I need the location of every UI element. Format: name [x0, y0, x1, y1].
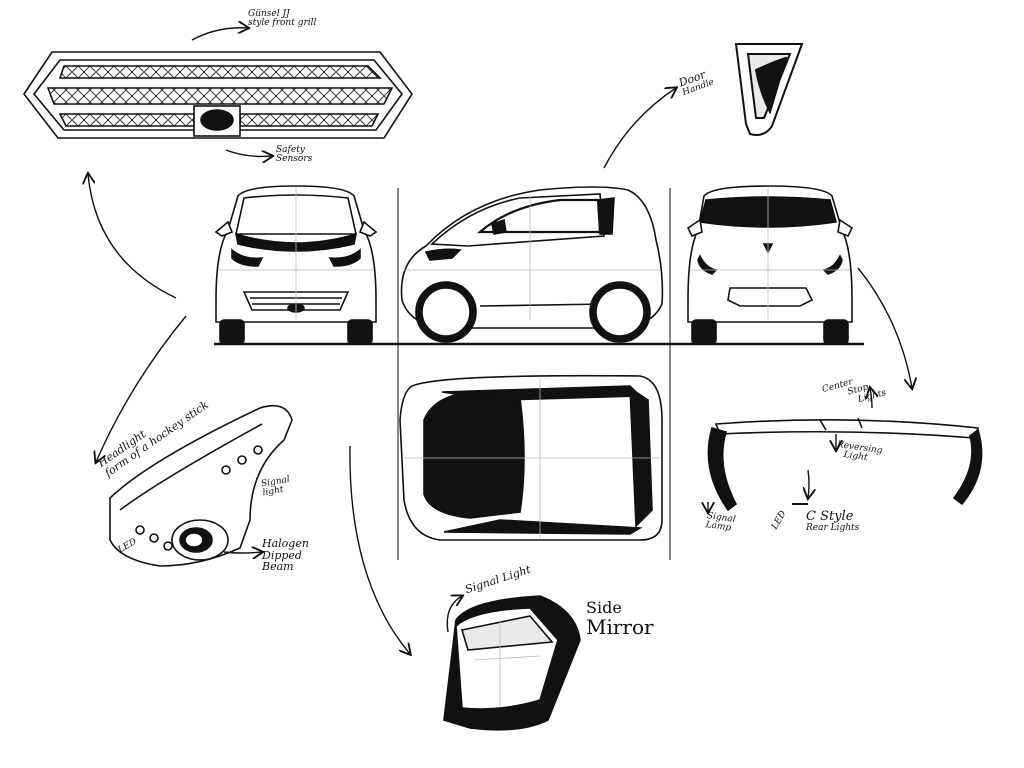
safety-sensor: [200, 109, 234, 131]
arrow-to-side-mirror: [349, 445, 410, 654]
c-style-label: C Style Rear Lights: [806, 510, 859, 533]
arrow-to-grill: [88, 174, 177, 299]
arrow-halogen: [223, 552, 262, 553]
safety-sensors-label: Safety Sensors: [276, 145, 313, 165]
arrow-signal-light-mirror: [446, 596, 462, 633]
annotation-arrows: [88, 28, 912, 654]
arrow-safety-sensors: [225, 149, 272, 156]
c-style-line2: Rear Lights: [806, 522, 860, 533]
door-handle-drawing: [734, 43, 804, 136]
arrow-door-handle: [603, 88, 676, 169]
view-dividers: [214, 188, 864, 560]
halogen-label: Halogen Dipped Beam: [262, 538, 309, 573]
arrow-grill-label: [191, 28, 248, 41]
headlight-drawing: [109, 404, 293, 567]
halogen-line1: Halogen: [262, 537, 309, 550]
side-mirror-label: Side Mirror: [586, 598, 654, 639]
halogen-line2: Dipped: [262, 548, 302, 562]
halogen-line3: Beam: [262, 560, 294, 574]
car-top-view: [399, 374, 663, 541]
arrow-c-style: [808, 469, 809, 498]
safety-label-line2: Sensors: [276, 154, 313, 165]
arrow-to-headlight: [96, 315, 187, 462]
arrow-to-rear-lights: [857, 267, 912, 388]
safety-label-line1: Safety: [276, 145, 305, 155]
arrow-center-stop: [870, 388, 872, 409]
car-rear-view: [686, 185, 854, 345]
side-mirror-drawing: [443, 595, 581, 731]
grill-label-line2: style front grill: [248, 18, 317, 29]
car-side-view: [400, 186, 664, 343]
signal-lamp-label: Signal Lamp: [705, 511, 736, 535]
rear-lights-drawing: [707, 417, 983, 512]
front-grill-drawing: [23, 51, 413, 139]
side-mirror-line2: Mirror: [586, 614, 654, 639]
grill-label-line1: Günsel JJ: [248, 9, 290, 19]
car-front-view: [214, 185, 378, 345]
grill-label: Günsel JJ style front grill: [248, 9, 317, 29]
side-mirror-line1: Side: [586, 598, 622, 617]
c-style-line1: C Style: [806, 509, 854, 524]
